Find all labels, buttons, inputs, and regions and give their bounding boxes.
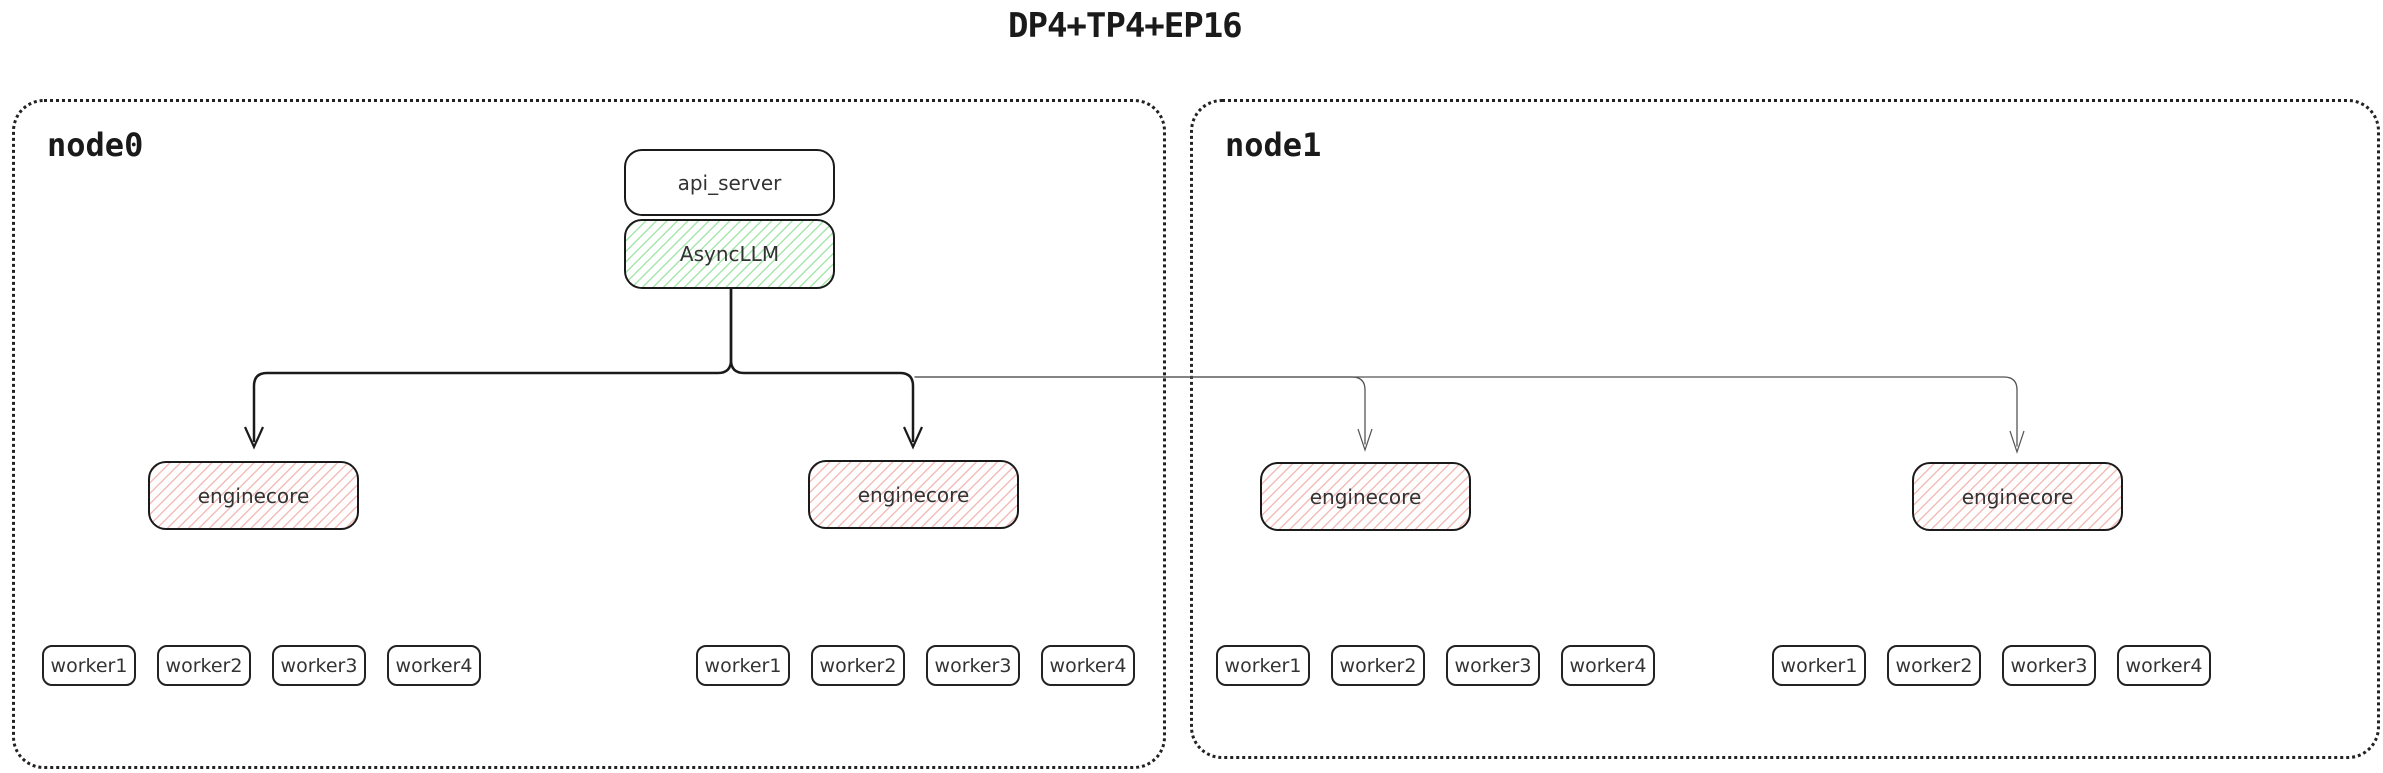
- worker-label: worker1: [1780, 654, 1858, 677]
- worker-group-1: worker1 worker2 worker3 worker4: [696, 645, 1135, 686]
- worker-box: worker1: [42, 645, 136, 686]
- worker-label: worker3: [2010, 654, 2088, 677]
- worker-label: worker4: [395, 654, 473, 677]
- worker-group-2: worker1 worker2 worker3 worker4: [1216, 645, 1655, 686]
- worker-label: worker4: [1049, 654, 1127, 677]
- worker-label: worker1: [1224, 654, 1302, 677]
- enginecore-box: enginecore: [148, 461, 359, 530]
- worker-group-3: worker1 worker2 worker3 worker4: [1772, 645, 2211, 686]
- enginecore-label: enginecore: [857, 482, 970, 507]
- enginecore-label: enginecore: [197, 483, 310, 508]
- diagram-title: DP4+TP4+EP16: [1008, 6, 1243, 46]
- enginecore-box: enginecore: [808, 460, 1019, 529]
- enginecore-label: enginecore: [1961, 484, 2074, 509]
- api-server-box: api_server: [624, 149, 835, 216]
- worker-box: worker3: [926, 645, 1020, 686]
- worker-box: worker2: [811, 645, 905, 686]
- worker-box: worker1: [696, 645, 790, 686]
- asyncllm-box: AsyncLLM: [624, 219, 835, 289]
- asyncllm-label: AsyncLLM: [679, 242, 780, 266]
- worker-label: worker3: [1454, 654, 1532, 677]
- worker-box: worker3: [272, 645, 366, 686]
- worker-group-0: worker1 worker2 worker3 worker4: [42, 645, 481, 686]
- node1-label: node1: [1225, 126, 1322, 164]
- worker-label: worker2: [165, 654, 243, 677]
- worker-label: worker2: [1339, 654, 1417, 677]
- node0-label: node0: [47, 126, 144, 164]
- enginecore-label: enginecore: [1309, 484, 1422, 509]
- worker-box: worker2: [157, 645, 251, 686]
- enginecore-box: enginecore: [1260, 462, 1471, 531]
- worker-label: worker3: [934, 654, 1012, 677]
- worker-box: worker2: [1887, 645, 1981, 686]
- worker-box: worker2: [1331, 645, 1425, 686]
- enginecore-box: enginecore: [1912, 462, 2123, 531]
- api-server-label: api_server: [677, 170, 782, 195]
- worker-label: worker2: [1895, 654, 1973, 677]
- worker-box: worker4: [387, 645, 481, 686]
- worker-box: worker3: [1446, 645, 1540, 686]
- worker-box: worker1: [1772, 645, 1866, 686]
- worker-label: worker4: [2125, 654, 2203, 677]
- worker-label: worker1: [704, 654, 782, 677]
- worker-box: worker4: [2117, 645, 2211, 686]
- worker-box: worker4: [1041, 645, 1135, 686]
- worker-box: worker3: [2002, 645, 2096, 686]
- worker-label: worker3: [280, 654, 358, 677]
- worker-label: worker4: [1569, 654, 1647, 677]
- worker-label: worker2: [819, 654, 897, 677]
- worker-label: worker1: [50, 654, 128, 677]
- worker-box: worker1: [1216, 645, 1310, 686]
- worker-box: worker4: [1561, 645, 1655, 686]
